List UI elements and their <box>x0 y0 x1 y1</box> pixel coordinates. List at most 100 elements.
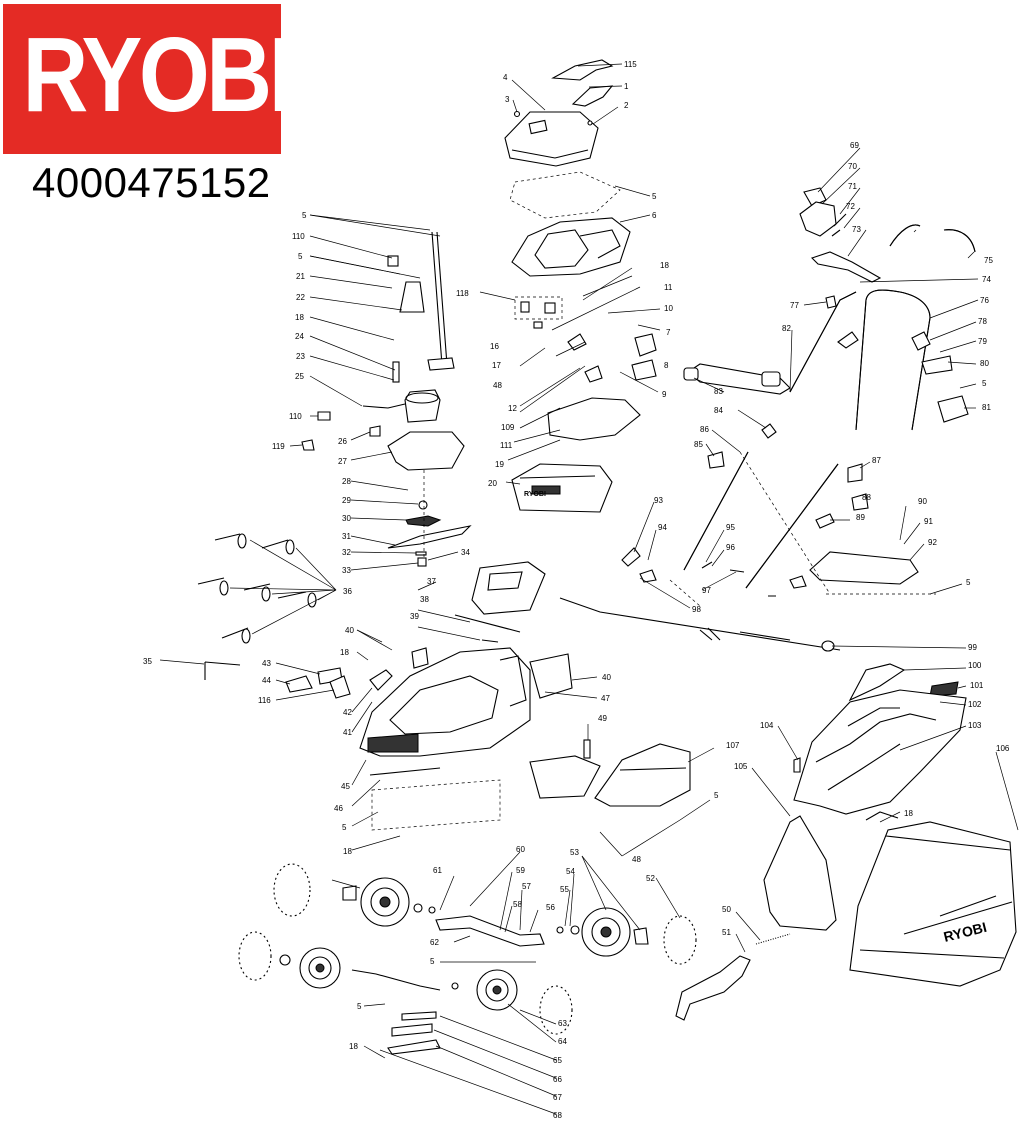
callout-85: 85 <box>694 440 703 449</box>
part-37-flap <box>471 561 546 615</box>
part-107 <box>594 743 691 807</box>
callout-5e: 5 <box>342 823 347 832</box>
part-106-bag <box>849 821 1017 987</box>
part-80 <box>921 355 953 375</box>
part-19 <box>547 397 641 441</box>
callout-110a: 110 <box>292 232 305 241</box>
callout-76: 76 <box>980 296 989 305</box>
callout-38: 38 <box>420 595 429 604</box>
callout-64: 64 <box>558 1037 567 1046</box>
part-41-deck <box>359 647 531 757</box>
callout-102: 102 <box>968 700 982 709</box>
callout-75: 75 <box>984 256 993 265</box>
part-81 <box>937 395 969 423</box>
callout-84: 84 <box>714 406 723 415</box>
part-44 <box>285 675 313 693</box>
callout-97: 97 <box>702 586 711 595</box>
callout-23: 23 <box>296 352 305 361</box>
motor-group <box>289 214 472 571</box>
callout-10: 10 <box>664 304 673 313</box>
callout-88: 88 <box>862 493 871 502</box>
part-20-base <box>511 463 613 513</box>
callout-59: 59 <box>516 866 525 875</box>
callout-5g: 5 <box>357 1002 362 1011</box>
callout-61: 61 <box>433 866 442 875</box>
part-22 <box>399 281 425 313</box>
callout-46: 46 <box>334 804 343 813</box>
callout-5d: 5 <box>714 791 719 800</box>
callout-39: 39 <box>410 612 419 621</box>
callout-66: 66 <box>553 1075 562 1084</box>
callout-9: 9 <box>662 390 667 399</box>
callout-5b: 5 <box>302 211 307 220</box>
callout-63: 63 <box>558 1019 567 1028</box>
callout-21: 21 <box>296 272 305 281</box>
callout-5i: 5 <box>966 578 971 587</box>
deck-group <box>275 561 598 851</box>
mulch-group <box>529 724 715 857</box>
callout-82: 82 <box>782 324 791 333</box>
callout-118: 118 <box>456 289 469 298</box>
callout-28: 28 <box>342 477 351 486</box>
callout-18a: 18 <box>660 261 669 270</box>
battery-cover-group <box>504 59 651 277</box>
callout-45: 45 <box>341 782 350 791</box>
callout-31: 31 <box>342 532 351 541</box>
callout-77: 77 <box>790 301 799 310</box>
callout-3: 3 <box>505 95 510 104</box>
callout-53: 53 <box>570 848 579 857</box>
callout-79: 79 <box>978 337 987 346</box>
callout-83: 83 <box>714 387 723 396</box>
callout-labels: 115 1 2 4 3 5 6 18 11 118 10 7 8 9 16 17… <box>143 60 1010 1120</box>
callout-57: 57 <box>522 882 531 891</box>
callout-110b: 110 <box>289 412 302 421</box>
callout-91: 91 <box>924 517 933 526</box>
axle <box>435 915 545 947</box>
callout-17: 17 <box>492 361 501 370</box>
callout-2: 2 <box>624 101 629 110</box>
callout-18c: 18 <box>340 648 349 657</box>
callout-16: 16 <box>490 342 499 351</box>
callout-93: 93 <box>654 496 663 505</box>
callout-41: 41 <box>343 728 352 737</box>
callout-44: 44 <box>262 676 271 685</box>
ryobi-logo: RYOBI <box>3 4 294 154</box>
part-73 <box>810 251 882 283</box>
callout-29: 29 <box>342 496 351 505</box>
callout-95: 95 <box>726 523 735 532</box>
callout-71: 71 <box>848 182 857 191</box>
callout-50: 50 <box>722 905 731 914</box>
part-115-handle <box>551 59 614 81</box>
callout-43: 43 <box>262 659 271 668</box>
callout-5f: 5 <box>430 957 435 966</box>
callout-119: 119 <box>272 442 285 451</box>
part-100 <box>848 663 906 702</box>
callout-67: 67 <box>553 1093 562 1102</box>
part-1-cap <box>571 85 614 107</box>
part-92 <box>809 551 919 585</box>
callout-89: 89 <box>856 513 865 522</box>
callout-33: 33 <box>342 566 351 575</box>
callout-56: 56 <box>546 903 555 912</box>
handle-group <box>559 147 979 652</box>
callout-20: 20 <box>488 479 497 488</box>
callout-104: 104 <box>760 721 774 730</box>
callout-5c: 5 <box>298 252 303 261</box>
callout-30: 30 <box>342 514 351 523</box>
callout-42: 42 <box>343 708 352 717</box>
callout-27: 27 <box>338 457 347 466</box>
callout-37: 37 <box>427 577 436 586</box>
callout-60: 60 <box>516 845 525 854</box>
callout-1: 1 <box>624 82 629 91</box>
callout-103: 103 <box>968 721 982 730</box>
callout-12: 12 <box>508 404 517 413</box>
callout-78: 78 <box>978 317 987 326</box>
callout-99: 99 <box>968 643 977 652</box>
part-30-fan <box>405 515 442 527</box>
callout-68: 68 <box>553 1111 562 1120</box>
callout-98: 98 <box>692 605 701 614</box>
callout-86: 86 <box>700 425 709 434</box>
callout-4: 4 <box>503 73 508 82</box>
spring-group <box>675 911 791 1021</box>
